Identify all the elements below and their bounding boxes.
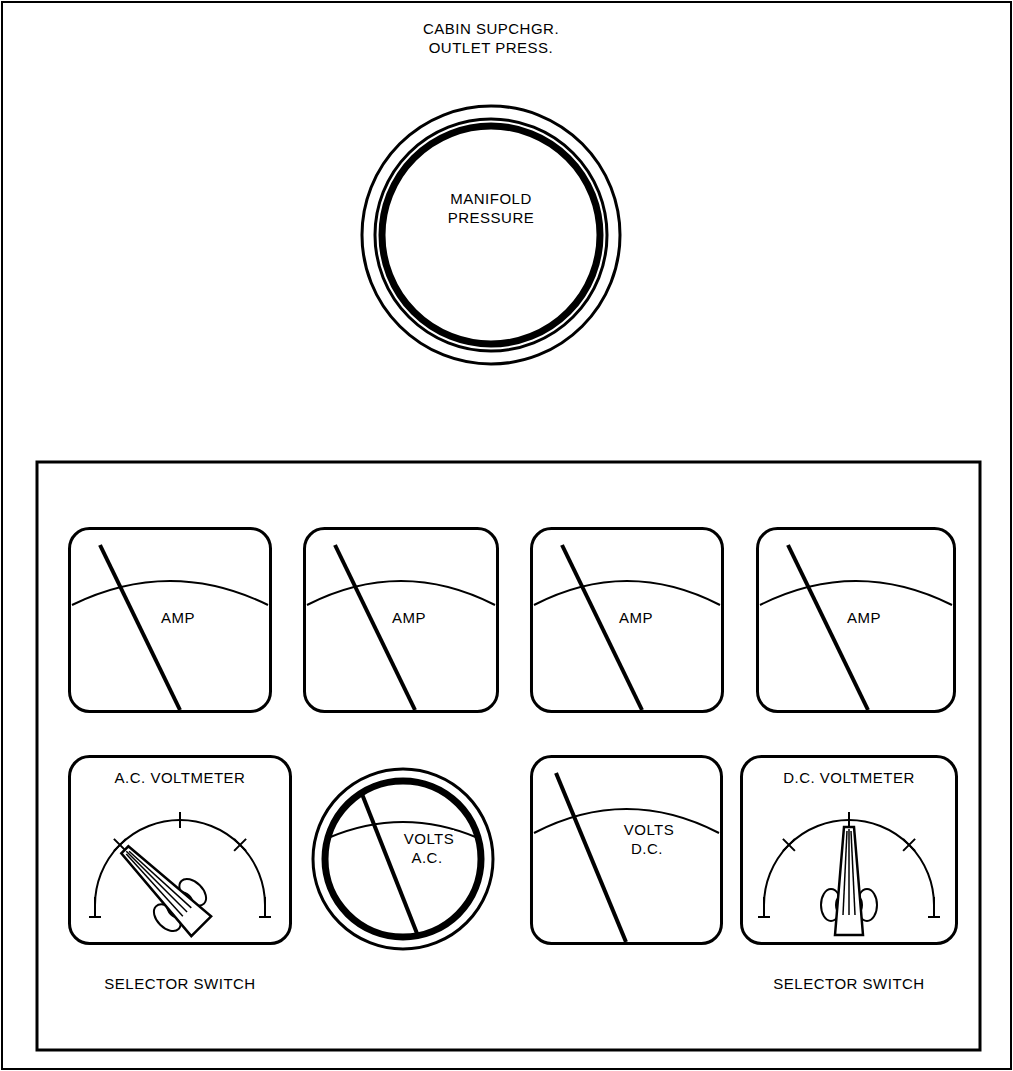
manifold-pressure-gauge: CABIN SUPCHGR. OUTLET PRESS. MANIFOLD PRE…: [350, 10, 632, 370]
meter-label: AMP: [617, 609, 655, 626]
ammeter: AMP: [530, 527, 724, 713]
meter-label-holder: AMP: [834, 609, 894, 628]
selector-title-holder: D.C. VOLTMETER: [746, 769, 952, 788]
selector-label-holder: SELECTOR SWITCH: [739, 975, 959, 994]
meter-label: AMP: [390, 609, 428, 626]
meter-label: AMP: [845, 609, 883, 626]
voltmeter-round-outline: [310, 766, 496, 952]
instrument-panel: [37, 462, 980, 1050]
gauge-label: MANIFOLD PRESSURE: [448, 190, 535, 226]
selector-switch: A.C. VOLTMETERSELECTOR SWITCH: [68, 755, 292, 945]
gauge-label-holder: MANIFOLD PRESSURE: [421, 190, 561, 228]
ammeter: AMP: [68, 527, 272, 713]
ammeter: AMP: [303, 527, 499, 713]
voltmeter-outline: [530, 755, 723, 945]
selector-label-holder: SELECTOR SWITCH: [70, 975, 290, 994]
ammeter: AMP: [756, 527, 956, 713]
selector-title: A.C. VOLTMETER: [115, 769, 246, 786]
meter-label-holder: VOLTS A.C.: [395, 830, 461, 868]
meter-label: AMP: [159, 609, 197, 626]
meter-label-holder: AMP: [379, 609, 439, 628]
gauge-heading: CABIN SUPCHGR. OUTLET PRESS.: [423, 20, 559, 56]
gauge-heading-holder: CABIN SUPCHGR. OUTLET PRESS.: [396, 20, 586, 58]
meter-label: VOLTS D.C.: [622, 821, 675, 857]
meter-label-holder: AMP: [606, 609, 666, 628]
selector-title: D.C. VOLTMETER: [783, 769, 915, 786]
meter-label-holder: AMP: [148, 609, 208, 628]
meter-label: VOLTS A.C.: [402, 830, 455, 866]
voltmeter-round: VOLTS A.C.: [310, 766, 496, 952]
selector-label: SELECTOR SWITCH: [773, 975, 924, 992]
selector-label: SELECTOR SWITCH: [104, 975, 255, 992]
meter-label-holder: VOLTS D.C.: [613, 821, 683, 859]
selector-title-holder: A.C. VOLTMETER: [75, 769, 285, 788]
selector-switch: D.C. VOLTMETERSELECTOR SWITCH: [740, 755, 958, 945]
voltmeter: VOLTS D.C.: [530, 755, 723, 945]
